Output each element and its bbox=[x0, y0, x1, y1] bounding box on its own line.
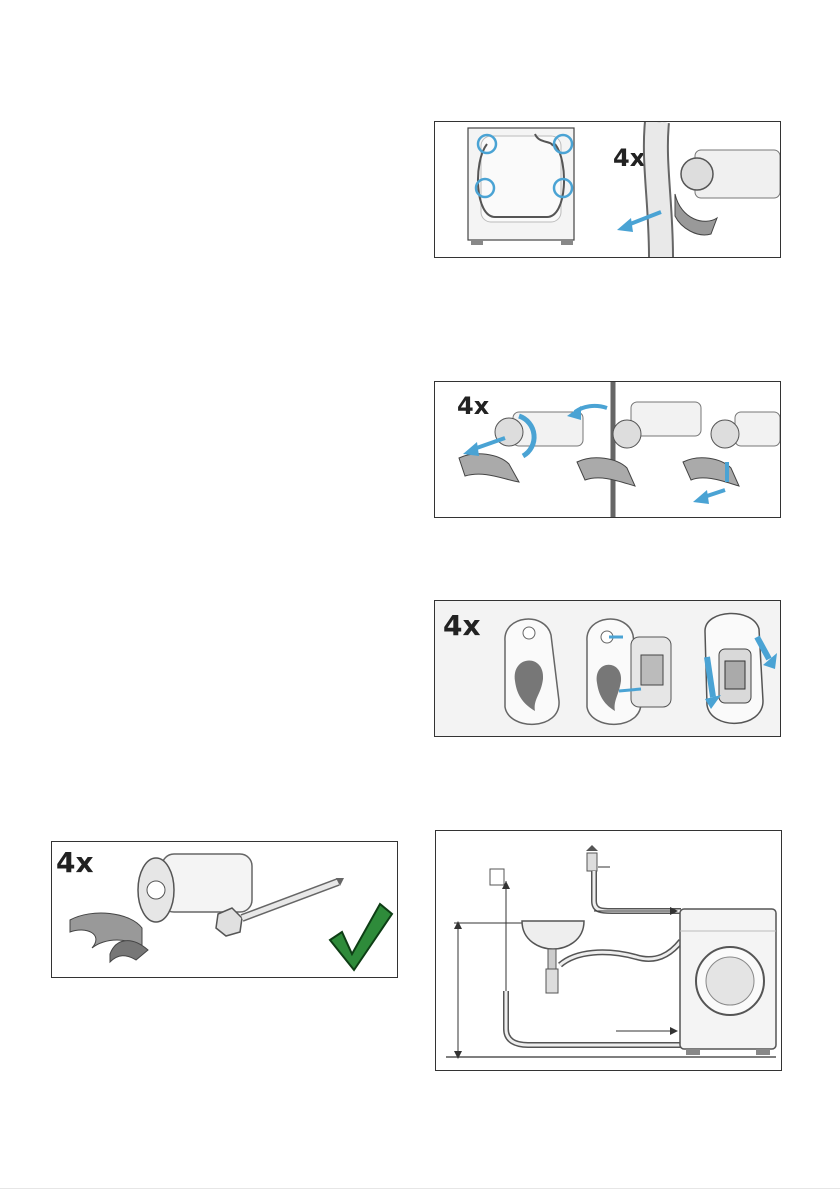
count-label: 4x bbox=[613, 144, 646, 172]
figure-accessory-kit: 4x bbox=[51, 841, 398, 978]
page-edge bbox=[0, 1188, 840, 1189]
count-label: 4x bbox=[457, 392, 490, 420]
power-socket-icon bbox=[490, 869, 504, 885]
arrow-left-icon bbox=[617, 218, 633, 232]
figure-transport-bolts: 4x bbox=[434, 381, 781, 518]
figure-connection-overview bbox=[435, 830, 782, 1071]
count-label: 4x bbox=[443, 609, 481, 642]
figure-hose-removal: 4x bbox=[434, 121, 781, 258]
hose-removal-illustration: 4x bbox=[435, 122, 780, 257]
figure-cover-caps: 4x bbox=[434, 600, 781, 737]
connection-overview-illustration bbox=[436, 831, 781, 1070]
cover-caps-illustration: 4x bbox=[435, 601, 780, 736]
accessory-kit-illustration: 4x bbox=[52, 842, 397, 977]
check-mark-icon bbox=[330, 904, 392, 970]
count-label: 4x bbox=[56, 846, 94, 879]
water-tap-icon bbox=[586, 845, 598, 851]
transport-bolts-illustration: 4x bbox=[435, 382, 780, 517]
